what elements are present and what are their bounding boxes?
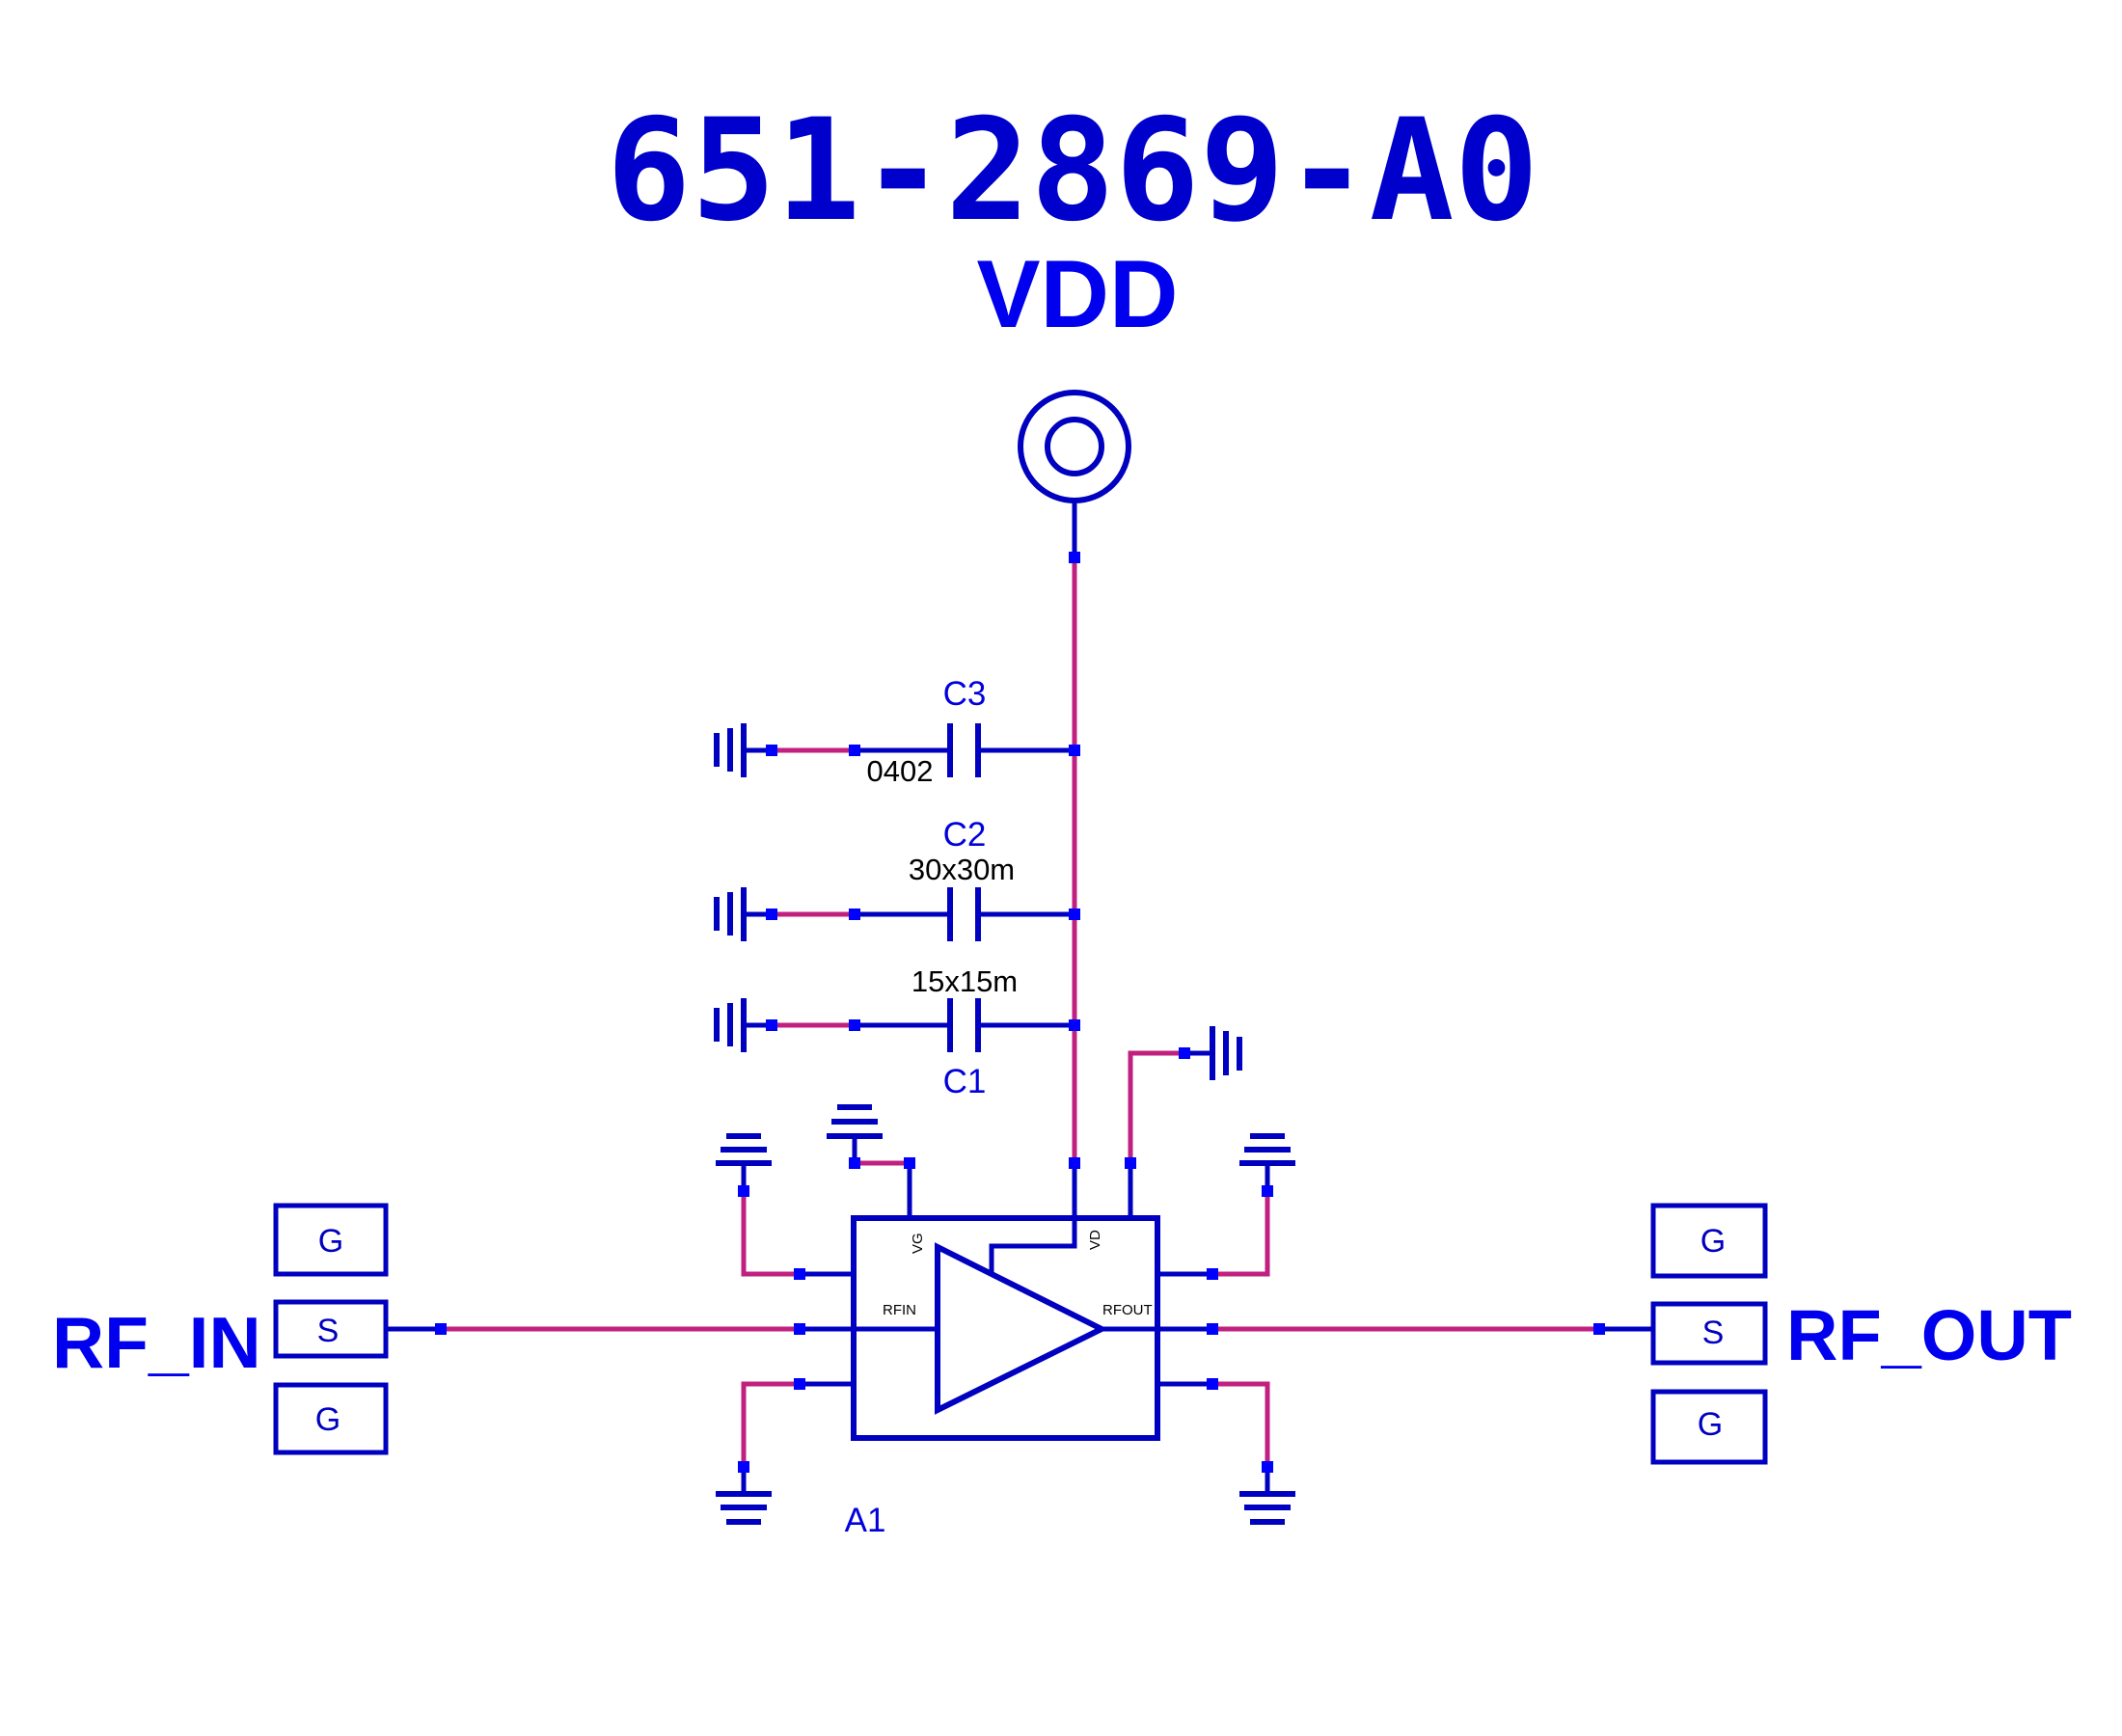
pad-label: S <box>1702 1315 1725 1351</box>
amplifier-a1[interactable] <box>851 1215 1160 1441</box>
pad-label: G <box>315 1401 340 1438</box>
capacitor-c2-ref: C2 <box>943 816 987 854</box>
node <box>1069 909 1080 920</box>
ground-icon <box>827 1104 883 1139</box>
node <box>794 1268 805 1280</box>
node <box>766 1019 777 1031</box>
ground-net-wire[interactable] <box>1128 1050 1187 1166</box>
ground-net-wire[interactable] <box>741 1188 803 1277</box>
rf-out-label: RF_OUT <box>1786 1295 2072 1375</box>
node <box>1262 1461 1273 1473</box>
ground-icon <box>716 1133 772 1166</box>
pin-label-rfin: RFIN <box>883 1302 916 1318</box>
node <box>1262 1185 1273 1197</box>
node <box>794 1323 805 1335</box>
node <box>1069 552 1080 563</box>
amplifier-triangle-icon <box>935 1242 1108 1415</box>
node <box>849 909 860 920</box>
coaxial-port-icon[interactable] <box>1018 390 1131 503</box>
ground-net-wire[interactable] <box>1210 1381 1270 1470</box>
capacitor-c1[interactable] <box>714 998 1077 1052</box>
node <box>849 745 860 756</box>
node <box>766 909 777 920</box>
node <box>849 1157 860 1169</box>
vdd-label: VDD <box>976 240 1178 347</box>
node <box>1207 1323 1218 1335</box>
rf-in-probe-pads[interactable] <box>273 1203 389 1455</box>
node <box>738 1461 749 1473</box>
ground-icon <box>714 723 747 777</box>
amplifier-ref: A1 <box>845 1502 886 1539</box>
node <box>766 745 777 756</box>
pad-label: G <box>1700 1223 1726 1260</box>
node <box>435 1323 447 1335</box>
node <box>1125 1157 1136 1169</box>
capacitor-c1-value: 15x15m <box>911 964 1018 998</box>
pad-label: G <box>318 1223 343 1260</box>
rf-out-probe-pads[interactable] <box>1650 1203 1768 1465</box>
node <box>1069 1157 1080 1169</box>
pad-ground <box>1650 1203 1768 1279</box>
part-number-title: 651-2869-A0 <box>607 89 1539 253</box>
node <box>738 1185 749 1197</box>
pad-ground <box>273 1382 389 1455</box>
capacitor-c1-ref: C1 <box>943 1063 987 1100</box>
ground-icon <box>1210 1026 1242 1080</box>
capacitor-c3-ref: C3 <box>943 675 987 713</box>
ground-icon <box>714 998 747 1052</box>
ground-icon <box>716 1491 772 1525</box>
pin-label-vd: VD <box>1087 1230 1103 1250</box>
capacitor-c3-value: 0402 <box>867 754 934 788</box>
ground-net-wire[interactable] <box>741 1381 803 1470</box>
node <box>849 1019 860 1031</box>
pin-label-vg: VG <box>910 1233 926 1254</box>
ground-icon <box>1239 1133 1295 1166</box>
node <box>1593 1323 1605 1335</box>
node <box>1069 745 1080 756</box>
node <box>1207 1268 1218 1280</box>
pad-ground <box>273 1203 389 1277</box>
pad-label: S <box>317 1313 340 1349</box>
pad-ground <box>1650 1389 1768 1465</box>
node <box>904 1157 915 1169</box>
pin-label-rfout: RFOUT <box>1102 1302 1153 1318</box>
ground-net-wire[interactable] <box>1210 1188 1270 1277</box>
node <box>1069 1019 1080 1031</box>
ground-icon <box>714 887 747 941</box>
ground-icon <box>1239 1491 1295 1525</box>
node <box>1179 1047 1190 1059</box>
pad-signal <box>273 1299 389 1359</box>
node <box>794 1378 805 1390</box>
vd-internal-wire <box>989 1215 1077 1276</box>
pad-label: G <box>1698 1406 1723 1443</box>
capacitor-c3[interactable] <box>714 723 1077 777</box>
rf-in-label: RF_IN <box>52 1302 261 1383</box>
capacitor-c2[interactable] <box>714 887 1077 941</box>
node <box>1207 1378 1218 1390</box>
capacitor-c2-value: 30x30m <box>909 853 1015 886</box>
connection-nodes <box>435 552 1605 1473</box>
pad-signal <box>1650 1301 1768 1366</box>
